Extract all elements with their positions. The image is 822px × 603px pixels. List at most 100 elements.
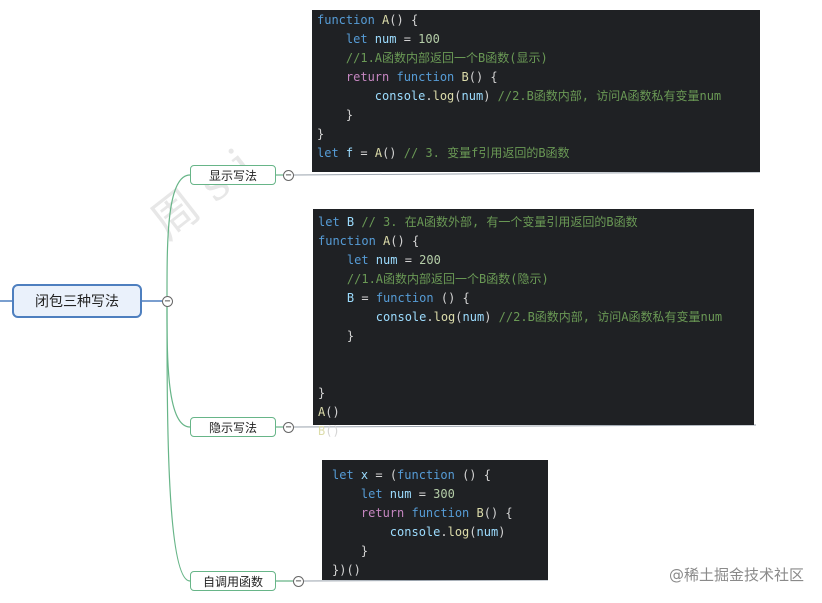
branch-node-iife[interactable]: 自调用函数 bbox=[190, 571, 276, 591]
code-line: } bbox=[318, 327, 749, 346]
branch-node-explicit[interactable]: 显示写法 bbox=[190, 165, 276, 185]
code-token: //2.B函数内部, 访问A函数私有变量num bbox=[498, 310, 723, 324]
code-token: = bbox=[411, 487, 434, 501]
code-token: = bbox=[354, 291, 376, 305]
branch-label: 隐示写法 bbox=[208, 420, 257, 435]
code-token: return bbox=[317, 70, 397, 84]
code-line: let num = 100 bbox=[317, 30, 755, 49]
code-token: . bbox=[440, 525, 448, 539]
code-token: ( bbox=[454, 89, 462, 103]
code-line: return function B() { bbox=[332, 504, 543, 523]
branch-collapse-icon[interactable]: − bbox=[283, 170, 294, 181]
code-line: } bbox=[317, 125, 755, 144]
code-token: log bbox=[447, 525, 470, 539]
code-token: console bbox=[318, 310, 427, 324]
code-token: ) bbox=[483, 89, 498, 103]
code-line: B() bbox=[318, 422, 749, 441]
code-token: //1.A函数内部返回一个B函数(隐示) bbox=[318, 272, 549, 286]
code-token: 200 bbox=[419, 253, 441, 267]
code-token: // 3. 变量f引用返回的B函数 bbox=[403, 146, 570, 160]
code-token: function bbox=[411, 506, 477, 520]
code-token: log bbox=[433, 310, 456, 324]
code-token: B bbox=[461, 70, 469, 84]
code-token: } bbox=[332, 544, 369, 558]
code-token: B bbox=[476, 506, 484, 520]
root-node[interactable]: 闭包三种写法 bbox=[12, 284, 142, 318]
code-line: function A() { bbox=[317, 11, 755, 30]
branch-collapse-icon[interactable]: − bbox=[283, 422, 294, 433]
code-line: console.log(num) //2.B函数内部, 访问A函数私有变量num bbox=[317, 87, 755, 106]
code-token: B bbox=[318, 424, 326, 438]
code-line bbox=[318, 365, 749, 384]
code-token: () { bbox=[483, 506, 513, 520]
root-node-label: 闭包三种写法 bbox=[35, 294, 119, 310]
code-token: () bbox=[325, 405, 340, 419]
code-token: B bbox=[318, 291, 355, 305]
code-token: = ( bbox=[368, 468, 398, 482]
code-line: //1.A函数内部返回一个B函数(隐示) bbox=[318, 270, 749, 289]
code-token: ( bbox=[455, 310, 463, 324]
branch-label: 显示写法 bbox=[208, 168, 257, 183]
code-token: . bbox=[426, 310, 434, 324]
code-token: function bbox=[397, 468, 463, 482]
code-line: function A() { bbox=[318, 232, 749, 251]
code-token: () { bbox=[440, 291, 470, 305]
code-token: } bbox=[317, 108, 354, 122]
code-token: = bbox=[397, 253, 420, 267]
branch-collapse-icon[interactable]: − bbox=[293, 576, 304, 587]
code-token: let bbox=[317, 146, 346, 160]
code-token: let bbox=[332, 487, 390, 501]
code-token: console bbox=[317, 89, 426, 103]
code-token: let bbox=[318, 215, 347, 229]
code-line: B = function () { bbox=[318, 289, 749, 308]
code-token: function bbox=[317, 13, 383, 27]
code-token: ) bbox=[484, 310, 499, 324]
code-block-explicit: function A() { let num = 100 //1.A函数内部返回… bbox=[312, 10, 760, 172]
code-token: () bbox=[382, 146, 404, 160]
root-collapse-icon[interactable]: − bbox=[162, 296, 173, 307]
code-line: //1.A函数内部返回一个B函数(显示) bbox=[317, 49, 755, 68]
code-line: A() bbox=[318, 403, 749, 422]
code-token: . bbox=[425, 89, 433, 103]
code-token: () { bbox=[468, 70, 498, 84]
code-token: function bbox=[375, 291, 441, 305]
code-token: let bbox=[332, 468, 361, 482]
code-token: A bbox=[318, 405, 326, 419]
code-token: console bbox=[332, 525, 441, 539]
code-token: A bbox=[382, 13, 390, 27]
code-token: // 3. 在A函数外部, 有一个变量引用返回的B函数 bbox=[361, 215, 638, 229]
code-line: } bbox=[332, 542, 543, 561]
code-token: = bbox=[353, 146, 375, 160]
code-token: () { bbox=[390, 234, 420, 248]
code-token: A bbox=[374, 146, 383, 160]
code-token: A bbox=[383, 234, 391, 248]
code-token: () bbox=[325, 424, 340, 438]
code-line: return function B() { bbox=[317, 68, 755, 87]
code-token: } bbox=[318, 329, 355, 343]
code-token: let bbox=[318, 253, 376, 267]
code-token: function bbox=[318, 234, 384, 248]
code-line: let num = 200 bbox=[318, 251, 749, 270]
code-token: let bbox=[317, 32, 375, 46]
code-line: } bbox=[317, 106, 755, 125]
site-watermark: @稀土掘金技术社区 bbox=[668, 566, 804, 584]
code-line: let x = (function () { bbox=[332, 466, 543, 485]
code-line: })() bbox=[332, 561, 543, 580]
code-token: //1.A函数内部返回一个B函数(显示) bbox=[317, 51, 548, 65]
code-block-iife: let x = (function () { let num = 300 ret… bbox=[322, 460, 548, 580]
code-token: } bbox=[317, 127, 325, 141]
code-token: x bbox=[360, 468, 369, 482]
code-line: let B // 3. 在A函数外部, 有一个变量引用返回的B函数 bbox=[318, 213, 749, 232]
code-token: num bbox=[476, 525, 499, 539]
code-token: //2.B函数内部, 访问A函数私有变量num bbox=[497, 89, 722, 103]
code-token: } bbox=[318, 386, 326, 400]
code-token: 300 bbox=[433, 487, 455, 501]
branch-node-implicit[interactable]: 隐示写法 bbox=[190, 417, 276, 437]
code-line: let num = 300 bbox=[332, 485, 543, 504]
code-token: 100 bbox=[418, 32, 440, 46]
code-token: B bbox=[346, 215, 355, 229]
branch-label: 自调用函数 bbox=[202, 574, 263, 589]
code-line: let f = A() // 3. 变量f引用返回的B函数 bbox=[317, 144, 755, 163]
